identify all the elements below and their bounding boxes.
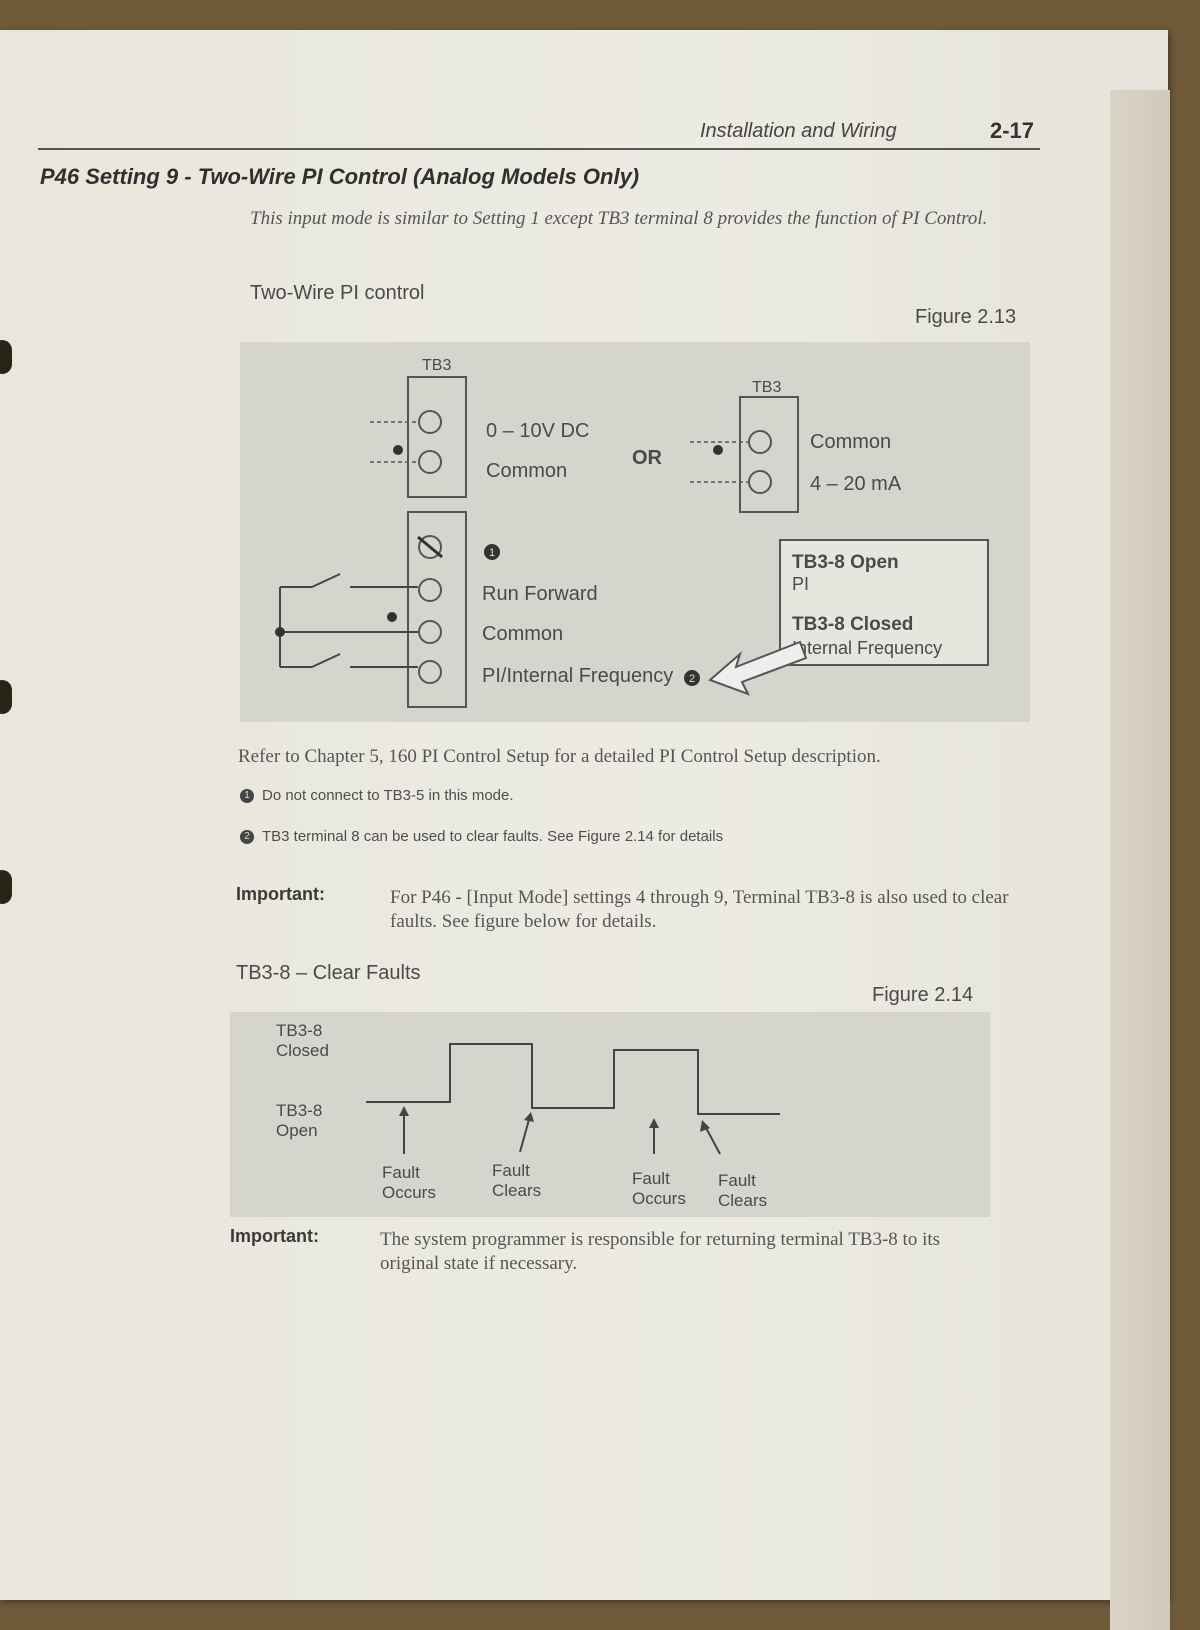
event-2-line1: Fault [492,1161,530,1180]
callout-open-desc: PI [792,574,809,594]
binder-hole [0,870,12,904]
event-3-line2: Occurs [632,1189,686,1208]
binder-hole [0,340,12,374]
figure1-caption: Two-Wire PI control [250,282,425,304]
tb3-label-left: TB3 [422,357,451,374]
or-label: OR [632,447,663,469]
figure2-caption: TB3-8 – Clear Faults [236,962,421,984]
note-2-text: TB3 terminal 8 can be used to clear faul… [262,828,724,845]
note-1-text: Do not connect to TB3-5 in this mode. [262,787,514,804]
wire-junction [713,445,723,455]
event-arrow-4-head [700,1120,710,1132]
figure1-number: Figure 2.13 [915,306,1017,328]
callout-box [779,539,989,666]
event-4-line2: Clears [718,1191,767,1210]
closed-label-line1: TB3-8 [276,1021,322,1040]
terminal-block-top [407,376,467,498]
binder-hole [0,680,12,714]
closed-label-line2: Closed [276,1041,329,1060]
terminal-screw [418,450,442,474]
event-arrow-2 [519,1115,531,1153]
signal-waveform [366,1043,780,1115]
page-number: 2-17 [990,118,1035,143]
callout-arrow [708,640,808,696]
wire-junction [393,445,403,455]
important-text-2: The system programmer is responsible for… [380,1229,941,1274]
callout-open-title: TB3-8 Open [792,552,899,573]
important-label-1: Important: [236,884,325,904]
pi-internal-label: PI/Internal Frequency [482,665,673,687]
header-divider [38,148,1040,150]
manual-page: Installation and Wiring 2-17 P46 Setting… [0,30,1170,1630]
terminal-screw [748,470,772,494]
intro-paragraph: This input mode is similar to Setting 1 … [250,208,988,229]
header-section-title: Installation and Wiring [700,120,897,142]
open-label-line2: Open [276,1121,318,1140]
event-arrow-2-head [524,1112,534,1122]
terminal-screw [748,430,772,454]
event-3-line1: Fault [632,1169,670,1188]
switch-run-forward [311,573,341,588]
event-2-line2: Clears [492,1181,541,1200]
terminal-block-bottom [407,511,467,708]
page-edge [1110,90,1170,1630]
figure2-number: Figure 2.14 [872,984,974,1006]
right-term2-label: 4 – 20 mA [810,473,902,495]
callout-closed-desc: Internal Frequency [792,638,942,658]
note-marker-1 [484,544,500,560]
refer-paragraph: Refer to Chapter 5, 160 PI Control Setup… [238,746,881,767]
wiring-diagram: TB3 0 – 10V DC Common OR TB3 Common 4 – … [275,357,989,708]
terminal-block-right [739,396,799,513]
important-text-1: For P46 - [Input Mode] settings 4 throug… [390,887,1009,932]
event-arrow-1-head [399,1106,409,1116]
figure2-panel: TB3-8 Closed TB3-8 Open Fault Occurs Fau… [230,1012,990,1217]
note-2-marker: 2 [240,830,254,845]
event-4-line1: Fault [718,1171,756,1190]
note-2: 2 TB3 terminal 8 can be used to clear fau… [240,828,723,845]
event-arrow-3-head [649,1118,659,1128]
switch-pi-internal [311,653,341,668]
note-1: 1 Do not connect to TB3-5 in this mode. [240,787,514,804]
note-marker-1-text: 1 [489,547,495,559]
terminal-screw [418,578,442,602]
left-term2-label: Common [486,460,567,482]
note-marker-2-text: 2 [689,673,695,685]
note-marker-2 [684,670,700,686]
run-forward-label: Run Forward [482,583,598,605]
important-label-2: Important: [230,1226,319,1246]
open-label-line1: TB3-8 [276,1101,322,1120]
figure1-panel: TB3 0 – 10V DC Common OR TB3 Common 4 – … [240,342,1030,722]
callout-closed-title: TB3-8 Closed [792,614,913,635]
timing-diagram: TB3-8 Closed TB3-8 Open Fault Occurs Fau… [276,1021,780,1210]
wire-junction [275,627,285,637]
right-term1-label: Common [810,431,891,453]
section-title: P46 Setting 9 - Two-Wire PI Control (Ana… [40,164,640,189]
event-1-line2: Occurs [382,1183,436,1202]
terminal-screw [418,660,442,684]
common-label: Common [482,623,563,645]
tb3-label-right: TB3 [752,379,781,396]
left-term1-label: 0 – 10V DC [486,420,589,442]
note-1-marker: 1 [240,789,254,804]
wire-junction [387,612,397,622]
event-1-line1: Fault [382,1163,420,1182]
no-connect-mark [417,535,443,559]
terminal-screw [418,410,442,434]
terminal-screw [418,620,442,644]
terminal-screw-unused [418,535,442,559]
